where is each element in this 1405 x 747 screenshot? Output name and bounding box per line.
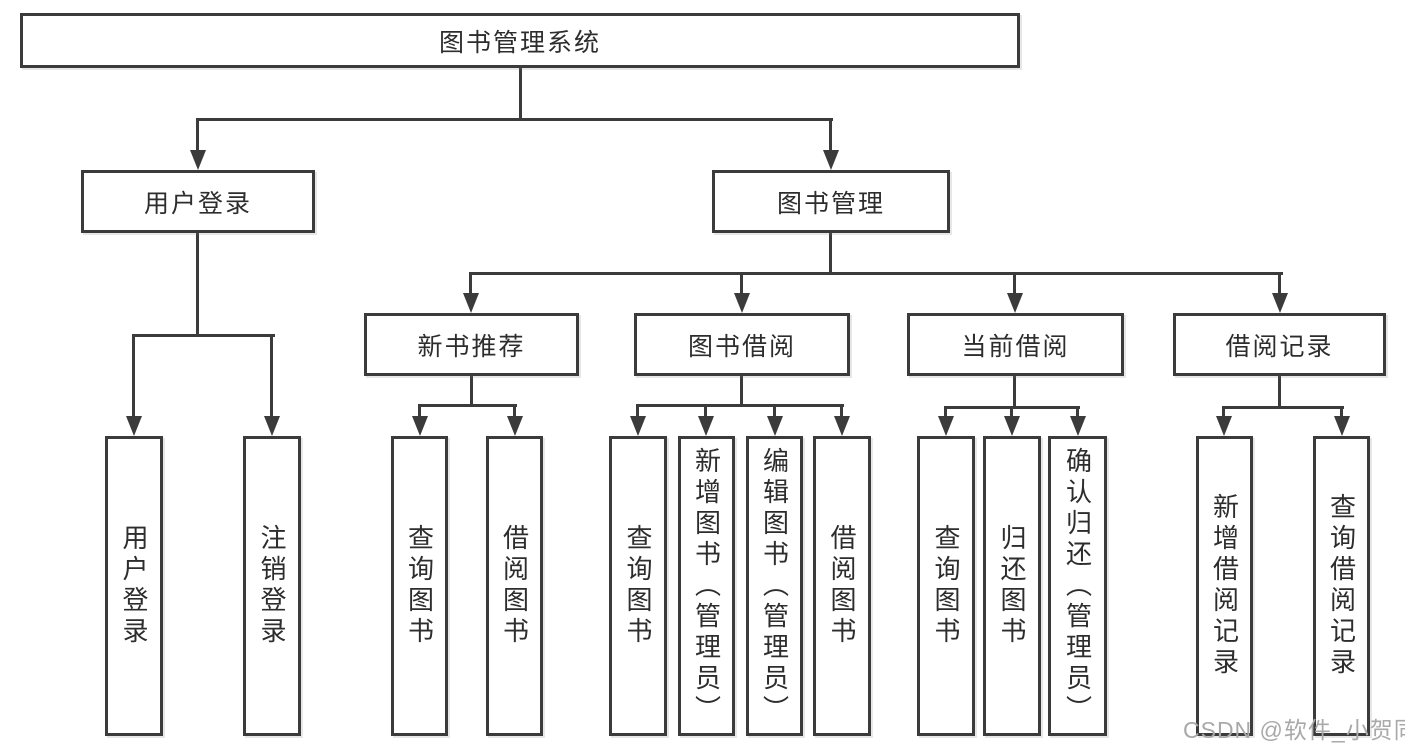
leaf-newrec-query-books: 查询图书 [391, 436, 448, 736]
connector-line [132, 334, 275, 337]
leaf-borrow-query-books: 查询图书 [609, 436, 667, 736]
connector-line [1010, 409, 1013, 418]
connector-line [519, 68, 522, 120]
leaf-logout: 注销登录 [243, 436, 301, 736]
connector-line [1076, 409, 1079, 418]
leaf-current-return-books: 归还图书 [983, 436, 1041, 736]
arrow-down-icon [938, 416, 954, 436]
arrow-down-icon [412, 416, 428, 436]
connector-line [470, 376, 473, 407]
arrow-down-icon [463, 293, 479, 313]
arrow-down-icon [1272, 293, 1288, 313]
node-label: 确认归还（管理员） [1062, 446, 1093, 726]
connector-line [829, 121, 832, 151]
connector-line [636, 404, 844, 407]
connector-line [469, 272, 1283, 275]
arrow-down-icon [126, 416, 142, 436]
node-label: 图书借阅 [687, 332, 796, 361]
leaf-current-query-books: 查询图书 [917, 436, 975, 736]
node-label: 用户登录 [119, 524, 149, 648]
node-label: 新增借阅记录 [1209, 493, 1240, 679]
arrow-down-icon [1070, 416, 1086, 436]
connector-line [636, 407, 639, 418]
node-label: 查询图书 [931, 524, 961, 648]
connector-line [132, 337, 135, 417]
connector-line [704, 407, 707, 418]
node-user-login: 用户登录 [81, 170, 315, 233]
node-label: 借阅记录 [1225, 332, 1334, 361]
arrow-down-icon [1007, 293, 1023, 313]
connector-line [773, 407, 776, 418]
connector-line [1278, 376, 1281, 409]
node-label: 查询图书 [404, 524, 435, 648]
connector-line [1013, 275, 1016, 295]
arrow-down-icon [190, 150, 206, 170]
leaf-user-login: 用户登录 [105, 436, 163, 736]
connector-line [1222, 409, 1225, 418]
node-library-system: 图书管理系统 [20, 13, 1020, 68]
node-book-management: 图书管理 [712, 170, 950, 233]
leaf-borrow-edit-books-admin: 编辑图书（管理员） [746, 436, 803, 736]
node-label: 借阅图书 [827, 524, 857, 648]
node-label: 注销登录 [257, 524, 287, 648]
connector-line [1222, 406, 1344, 409]
node-label: 用户登录 [143, 189, 252, 218]
node-label: 查询借阅记录 [1326, 493, 1357, 679]
connector-line [469, 275, 472, 295]
arrow-down-icon [1334, 416, 1350, 436]
leaf-record-add-borrow-record: 新增借阅记录 [1196, 436, 1253, 736]
connector-line [840, 407, 843, 418]
arrow-down-icon [264, 416, 280, 436]
connector-line [270, 337, 273, 417]
leaf-borrow-borrow-books: 借阅图书 [813, 436, 871, 736]
connector-line [1278, 275, 1281, 295]
leaf-current-confirm-return-admin: 确认归还（管理员） [1048, 436, 1107, 736]
arrow-down-icon [834, 416, 850, 436]
node-book-borrow: 图书借阅 [634, 313, 850, 376]
connector-line [418, 404, 517, 407]
node-label: 新增图书（管理员） [691, 446, 722, 726]
node-label: 新书推荐 [417, 332, 526, 361]
arrow-down-icon [767, 416, 783, 436]
arrow-down-icon [698, 416, 714, 436]
connector-line [740, 275, 743, 295]
node-label: 图书管理 [776, 189, 885, 218]
node-new-book-recommend: 新书推荐 [364, 313, 579, 376]
connector-line [740, 376, 743, 407]
leaf-borrow-add-books-admin: 新增图书（管理员） [678, 436, 735, 736]
arrow-down-icon [734, 293, 750, 313]
connector-line [944, 409, 947, 418]
node-label: 查询图书 [623, 524, 653, 648]
arrow-down-icon [823, 150, 839, 170]
node-current-borrow: 当前借阅 [907, 313, 1124, 376]
connector-line [513, 407, 516, 418]
node-label: 当前借阅 [961, 332, 1070, 361]
node-label: 归还图书 [997, 524, 1027, 648]
leaf-record-query-borrow-record: 查询借阅记录 [1313, 436, 1370, 736]
connector-line [944, 406, 1080, 409]
node-label: 编辑图书（管理员） [759, 446, 790, 726]
arrow-down-icon [1216, 416, 1232, 436]
connector-line [196, 121, 199, 151]
connector-line [196, 118, 833, 121]
connector-line [196, 233, 199, 337]
arrow-down-icon [630, 416, 646, 436]
leaf-newrec-borrow-books: 借阅图书 [486, 436, 543, 736]
connector-line [1013, 376, 1016, 409]
connector-line [1340, 409, 1343, 418]
arrow-down-icon [1004, 416, 1020, 436]
node-borrow-record: 借阅记录 [1173, 313, 1386, 376]
connector-line [418, 407, 421, 418]
node-label: 借阅图书 [499, 524, 530, 648]
connector-line [829, 233, 832, 274]
node-label: 图书管理系统 [438, 28, 601, 57]
watermark-csdn: CSDN @软件_小贺同学 [1183, 717, 1405, 743]
arrow-down-icon [507, 416, 523, 436]
